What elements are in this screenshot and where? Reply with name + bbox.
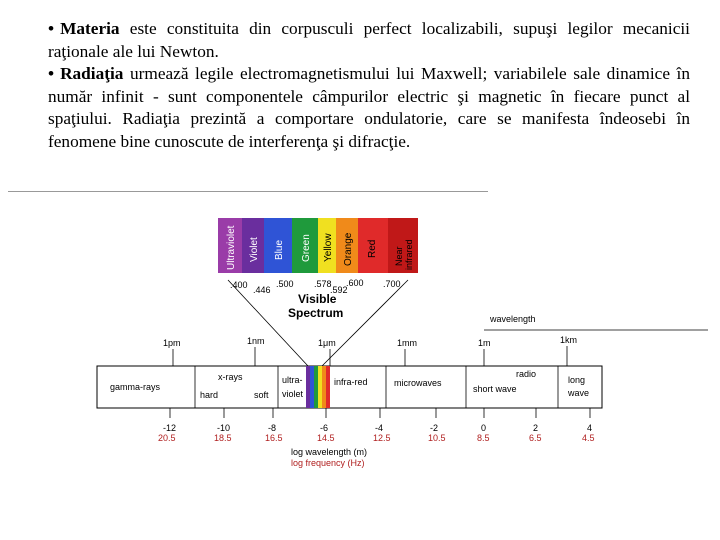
region-label: gamma-rays	[110, 382, 161, 392]
log-wavelength-value: -12	[163, 423, 176, 433]
band-label: Near	[394, 246, 404, 266]
log-frequency-value: 12.5	[373, 433, 391, 443]
band-yellow	[318, 218, 336, 273]
visible-tick: .446	[253, 285, 271, 295]
band-label: Violet	[249, 237, 260, 262]
log-wavelength-value: -6	[320, 423, 328, 433]
band-label: Blue	[274, 240, 285, 260]
band-label: Ultraviolet	[226, 225, 237, 270]
bullet: •	[48, 64, 55, 83]
log-frequency-value: 8.5	[477, 433, 490, 443]
region-label: violet	[282, 389, 304, 399]
spectrum-dividers	[194, 366, 559, 408]
text-block: • Materia este constituita din corpusculi…	[48, 18, 690, 153]
log-wavelength-value: -4	[375, 423, 383, 433]
visible-tick: .592	[330, 285, 348, 295]
scale-labels: 1pm 1nm 1μm 1mm 1m 1km	[163, 335, 577, 348]
band-label-line: infrared	[404, 239, 414, 270]
region-label: hard	[200, 390, 218, 400]
log-wavelength-values: -12 -10 -8 -6 -4 -2 0 2 4	[163, 423, 592, 433]
region-label: ultra-	[282, 375, 303, 385]
band-label: Green	[301, 234, 312, 262]
band-green	[292, 218, 318, 273]
band-near-infrared	[388, 218, 418, 273]
log-wavelength-value: -10	[217, 423, 230, 433]
wavelength-label: wavelength	[489, 314, 536, 324]
log-frequency-value: 4.5	[582, 433, 595, 443]
paragraph-materia: • Materia este constituita din corpusculi…	[48, 18, 690, 63]
region-label: x-rays	[218, 372, 243, 382]
scale-label: 1mm	[397, 338, 417, 348]
log-frequency-value: 18.5	[214, 433, 232, 443]
band-label: Yellow	[323, 233, 334, 262]
log-wavelength-value: 4	[587, 423, 592, 433]
scale-label: 1μm	[318, 338, 336, 348]
visible-title: Spectrum	[288, 306, 343, 320]
visible-tick: .400	[230, 280, 248, 290]
divider-line	[8, 191, 488, 192]
log-wavelength-value: 0	[481, 423, 486, 433]
paragraph-text: urmează legile electromagnetismului lui …	[48, 64, 690, 151]
band-label: infrared	[404, 239, 414, 270]
zoom-lines	[227, 279, 409, 367]
log-wavelength-value: -8	[268, 423, 276, 433]
band-blue	[264, 218, 292, 273]
region-labels: gamma-rays x-rays hard soft ultra- viole…	[110, 369, 589, 400]
scale-label: 1m	[478, 338, 491, 348]
log-frequency-values: 20.5 18.5 16.5 14.5 12.5 10.5 8.5 6.5 4.…	[158, 433, 595, 443]
log-frequency-value: 16.5	[265, 433, 283, 443]
paragraph-radiatia: • Radiaţia urmează legile electromagnetis…	[48, 63, 690, 153]
log-frequency-value: 10.5	[428, 433, 446, 443]
region-label: long	[568, 375, 585, 385]
region-label: soft	[254, 390, 269, 400]
visible-title: Visible	[298, 292, 337, 306]
visible-tick: .578	[314, 279, 332, 289]
region-label: radio	[516, 369, 536, 379]
region-label: infra-red	[334, 377, 368, 387]
legend-wavelength: log wavelength (m)	[291, 447, 367, 457]
scale-label: 1pm	[163, 338, 181, 348]
bullet: •	[48, 19, 55, 38]
scale-ticks	[172, 346, 568, 366]
region-label: wave	[567, 388, 589, 398]
paragraph-text: este constituita din corpusculi perfect …	[48, 19, 690, 61]
visible-tick: .700	[383, 279, 401, 289]
band-label: Red	[367, 240, 378, 258]
band-violet	[242, 218, 264, 273]
log-frequency-value: 6.5	[529, 433, 542, 443]
scale-label: 1km	[560, 335, 577, 345]
region-label: microwaves	[394, 378, 442, 388]
rainbow-band	[306, 366, 330, 408]
band-label-line: Near	[394, 246, 404, 266]
band-red	[358, 218, 388, 273]
log-frequency-value: 20.5	[158, 433, 176, 443]
visible-spectrum-bar: Ultraviolet Violet Blue Green Yellow Ora…	[218, 218, 418, 273]
visible-tick: .600	[346, 278, 364, 288]
log-frequency-value: 14.5	[317, 433, 335, 443]
log-wavelength-value: 2	[533, 423, 538, 433]
term-radiatia: Radiaţia	[60, 64, 124, 83]
band-ultraviolet	[218, 218, 242, 273]
legend-frequency: log frequency (Hz)	[291, 458, 365, 468]
band-orange	[336, 218, 358, 273]
log-wavelength-value: -2	[430, 423, 438, 433]
scale-label: 1nm	[247, 336, 265, 346]
region-label: short wave	[473, 384, 517, 394]
term-materia: Materia	[60, 19, 120, 38]
log-ticks	[169, 408, 591, 418]
spectrum-bar	[96, 365, 603, 409]
band-label: Orange	[343, 232, 354, 266]
visible-tick: .500	[276, 279, 294, 289]
visible-tick-labels: .400 .446 .500 .578 .592 .600 .700	[230, 278, 401, 295]
